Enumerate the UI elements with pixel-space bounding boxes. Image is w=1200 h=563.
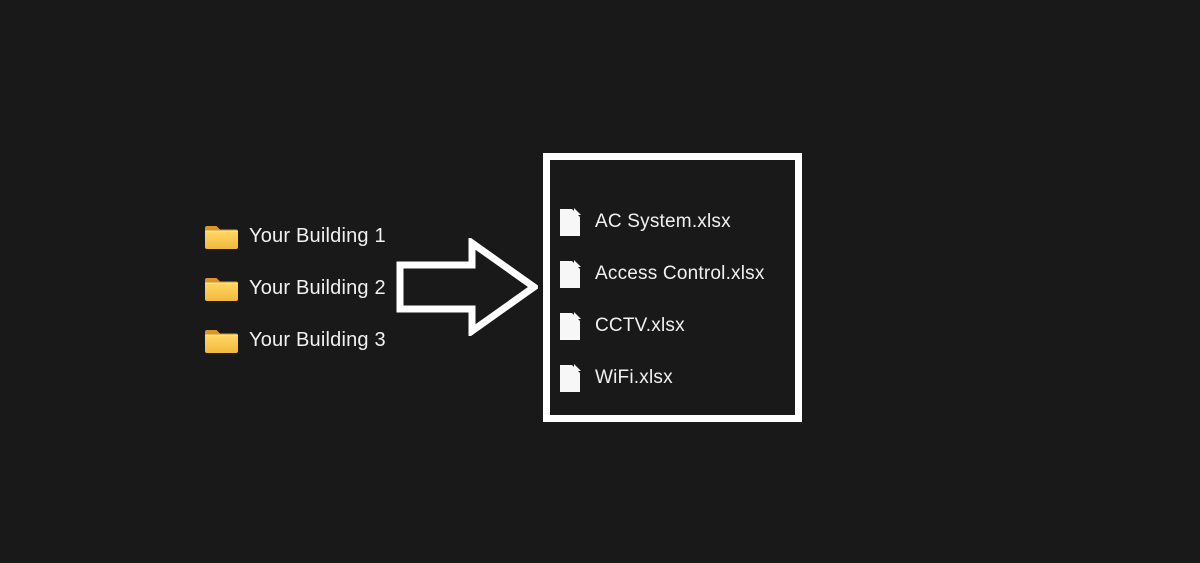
file-item-cctv[interactable]: CCTV.xlsx — [559, 300, 795, 352]
folder-label: Your Building 2 — [249, 276, 386, 299]
folder-icon — [205, 329, 238, 353]
folder-icon — [205, 225, 238, 249]
file-item-access-control[interactable]: Access Control.xlsx — [559, 248, 795, 300]
file-label: Access Control.xlsx — [595, 263, 765, 284]
document-icon — [560, 259, 581, 288]
document-icon — [560, 207, 581, 236]
folder-label: Your Building 3 — [249, 328, 386, 351]
folder-label: Your Building 1 — [249, 224, 386, 247]
folder-list: Your Building 1 Your Building 2 Your Bui… — [205, 210, 386, 366]
file-item-ac-system[interactable]: AC System.xlsx — [559, 196, 795, 248]
file-box: AC System.xlsx Access Control.xlsx CCTV.… — [543, 153, 802, 422]
document-icon — [560, 363, 581, 392]
folder-item-your-building-1[interactable]: Your Building 1 — [205, 210, 386, 262]
folder-item-your-building-2[interactable]: Your Building 2 — [205, 262, 386, 314]
file-item-wifi[interactable]: WiFi.xlsx — [559, 352, 795, 404]
file-label: WiFi.xlsx — [595, 367, 673, 388]
arrow-right-icon — [396, 236, 541, 338]
document-icon — [560, 311, 581, 340]
file-label: AC System.xlsx — [595, 211, 731, 232]
file-label: CCTV.xlsx — [595, 315, 685, 336]
folder-item-your-building-3[interactable]: Your Building 3 — [205, 314, 386, 366]
folder-icon — [205, 277, 238, 301]
